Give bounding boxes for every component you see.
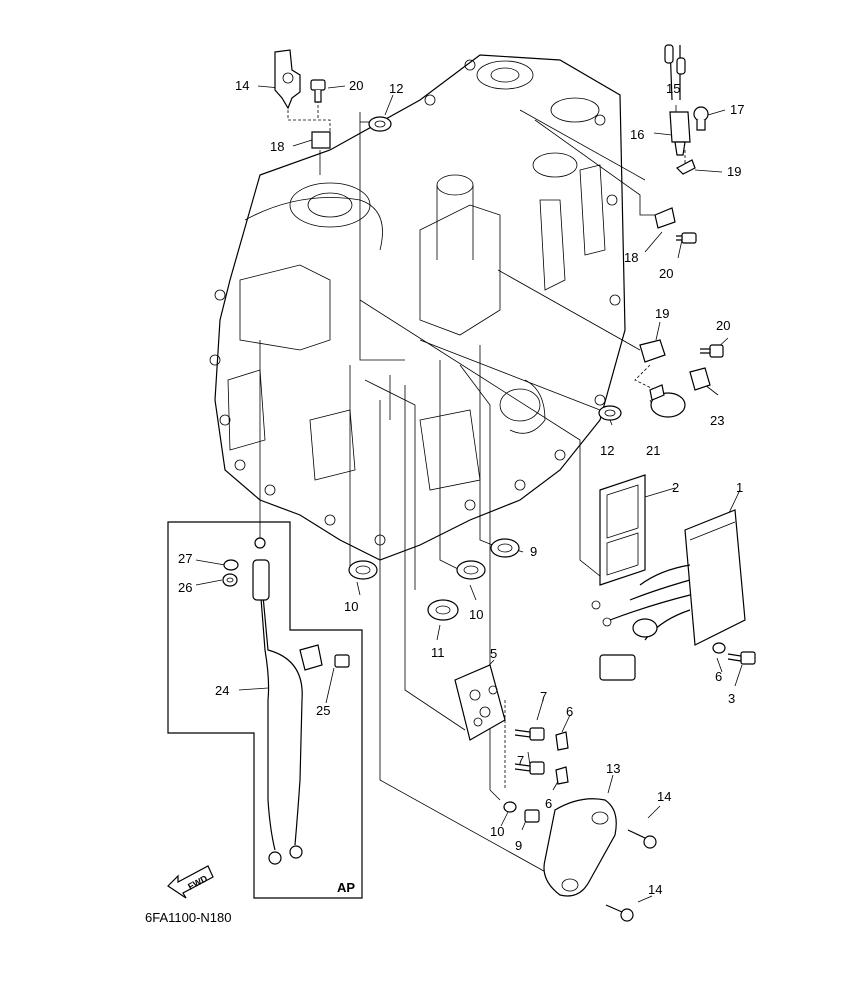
control-unit-1 [591, 509, 746, 681]
callout: 14 [235, 78, 249, 93]
bolt-7-b [514, 761, 545, 775]
callout: 1 [736, 480, 743, 495]
bolt-3 [727, 651, 756, 665]
callout: 10 [344, 599, 358, 614]
callout: 6 [545, 796, 552, 811]
bolt-7-a [514, 727, 545, 741]
clip-6-a [555, 731, 569, 751]
clamp-10-c [490, 538, 520, 558]
gasket-2 [599, 474, 646, 586]
clamp-21 [649, 384, 686, 418]
bracket-18-top [311, 131, 331, 149]
clamp-10-a [348, 560, 378, 580]
callout: 10 [469, 607, 483, 622]
callout: 20 [716, 318, 730, 333]
fwd-arrow-icon: FWD [167, 865, 214, 899]
clamp-12-top [368, 116, 392, 132]
bolt-20-right [676, 232, 697, 244]
callout: 15 [666, 81, 680, 96]
connector-clip-22 [274, 49, 301, 110]
bolt-17 [693, 106, 709, 131]
screw-14-a [627, 829, 657, 849]
screw-14-b [605, 904, 634, 922]
callout: 14 [648, 882, 662, 897]
leader-lines [195, 85, 743, 903]
callout: 6 [715, 669, 722, 684]
callout: 16 [630, 127, 644, 142]
ap-inset [167, 521, 363, 899]
callout: 21 [646, 443, 660, 458]
callout: 19 [655, 306, 669, 321]
inset-label: AP [337, 880, 355, 895]
washer-4 [712, 642, 726, 654]
relay-block-5 [454, 664, 506, 741]
callout: 9 [515, 838, 522, 853]
callout-labels: 14 20 12 18 15 17 16 19 18 20 19 20 12 2… [145, 78, 744, 925]
bolt-20-top [310, 79, 326, 103]
callout: 10 [490, 824, 504, 839]
plate-16 [676, 159, 696, 175]
callout: 11 [431, 645, 445, 660]
connector-23 [689, 367, 711, 391]
callout: 18 [270, 139, 284, 154]
callout: 25 [316, 703, 330, 718]
sensor-15 [664, 44, 691, 156]
bracket-19 [639, 339, 666, 363]
callout: 20 [659, 266, 673, 281]
clamp-12-mid [598, 405, 622, 421]
callout: 9 [530, 544, 537, 559]
callout: 17 [730, 102, 744, 117]
callout: 13 [606, 761, 620, 776]
callout: 14 [657, 789, 671, 804]
callout: 19 [727, 164, 741, 179]
bracket-18-right [654, 207, 676, 229]
callout: 12 [389, 81, 403, 96]
callout: 24 [215, 683, 229, 698]
bolt-8 [524, 809, 540, 823]
callout: 6 [566, 704, 573, 719]
callout: 7 [540, 689, 547, 704]
callout: 12 [600, 443, 614, 458]
clamp-10-b [456, 560, 486, 580]
callout: 23 [710, 413, 724, 428]
callout: 3 [728, 691, 735, 706]
bolt-20-mid [700, 344, 724, 358]
callout: 18 [624, 250, 638, 265]
callout: 7 [517, 753, 524, 768]
clip-6-b [555, 766, 569, 785]
diagram-code: 6FA1100-N180 [145, 910, 232, 925]
cover-13 [543, 798, 617, 897]
clamp-11 [427, 599, 459, 621]
callout: 2 [672, 480, 679, 495]
callout: 20 [349, 78, 363, 93]
washer-9 [503, 801, 517, 813]
callout: 5 [490, 646, 497, 661]
engine-block [209, 54, 626, 561]
callout: 26 [178, 580, 192, 595]
callout: 27 [178, 551, 192, 566]
